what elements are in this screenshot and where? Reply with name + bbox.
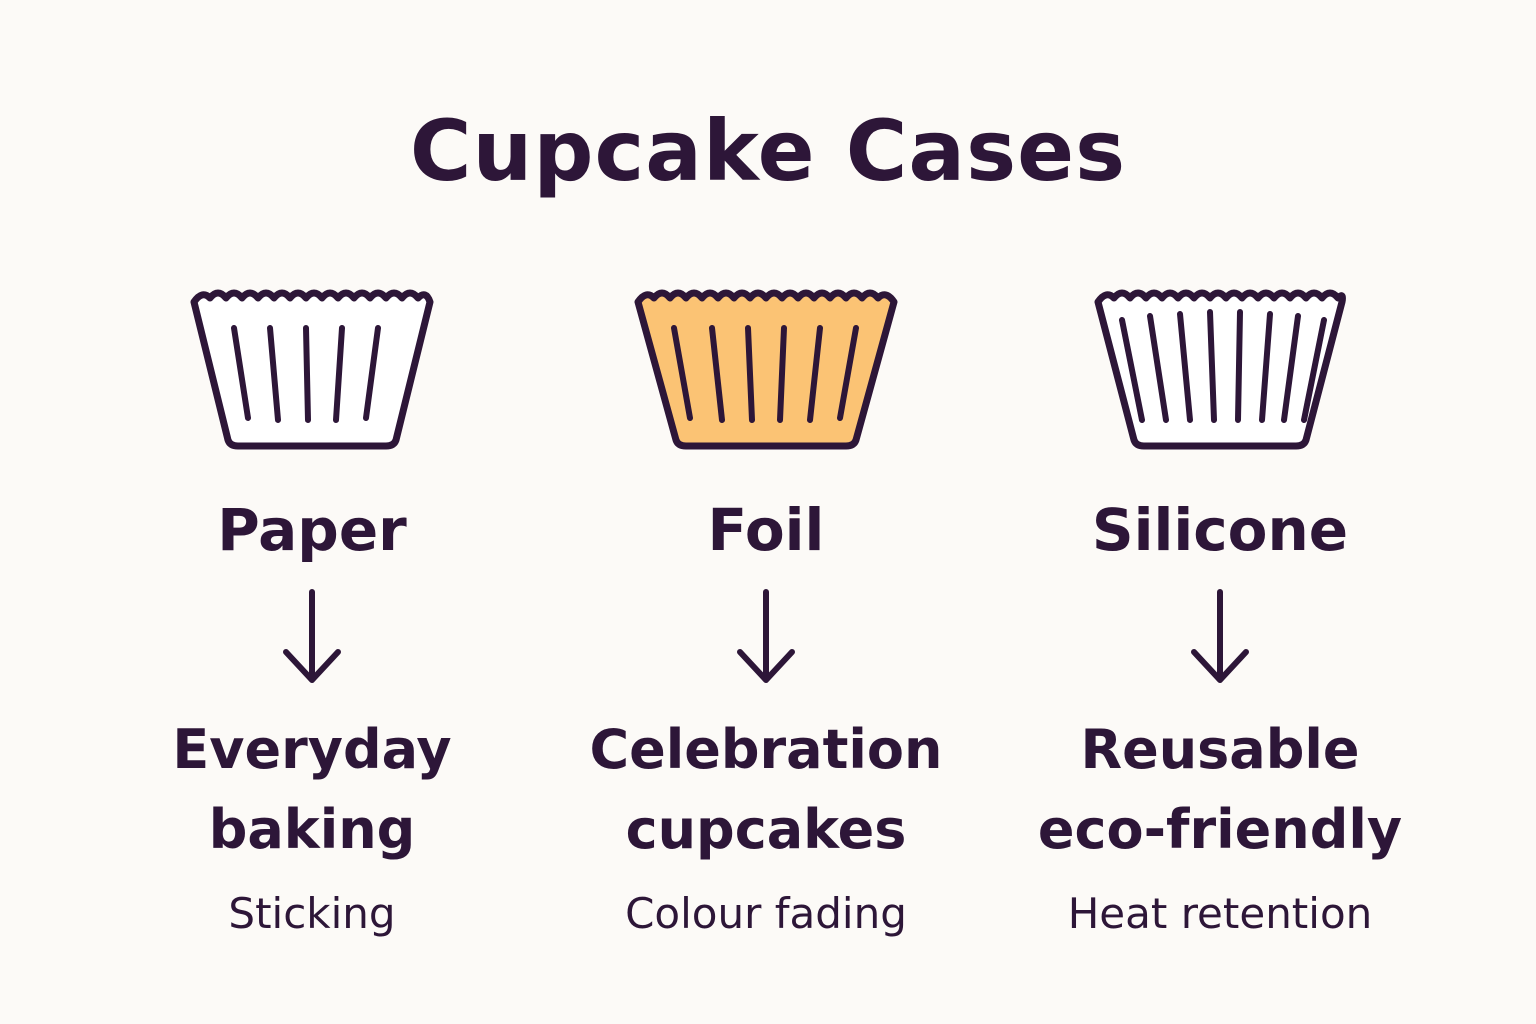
case-use-foil: Celebration cupcakes (556, 710, 976, 870)
case-name-silicone: Silicone (1091, 496, 1349, 564)
case-name-paper: Paper (217, 496, 407, 564)
case-use-line1: Everyday (172, 718, 452, 781)
case-column-silicone: Silicone Reusable eco-friendly Heat rete… (1010, 280, 1430, 980)
case-issue-paper: Sticking (228, 889, 396, 938)
case-issue-silicone: Heat retention (1067, 889, 1373, 938)
case-use-line2: cupcakes (625, 798, 907, 861)
paper-cupcake-case-icon (172, 280, 452, 460)
case-issue-foil: Colour fading (625, 889, 907, 938)
case-use-line1: Celebration (589, 718, 943, 781)
down-arrow-icon (1185, 588, 1255, 688)
case-use-line2: baking (208, 798, 416, 861)
case-column-paper: Paper Everyday baking Sticking (102, 280, 522, 980)
case-use-line2: eco-friendly (1037, 798, 1403, 861)
down-arrow-icon (731, 588, 801, 688)
case-name-foil: Foil (707, 496, 825, 564)
diagram-title: Cupcake Cases (409, 102, 1127, 200)
foil-cupcake-case-icon (626, 280, 906, 460)
down-arrow-icon (277, 588, 347, 688)
case-use-line1: Reusable (1080, 718, 1360, 781)
case-use-paper: Everyday baking (102, 710, 522, 870)
case-column-foil: Foil Celebration cupcakes Colour fading (556, 280, 976, 980)
silicone-cupcake-case-icon (1080, 280, 1360, 460)
case-use-silicone: Reusable eco-friendly (1010, 710, 1430, 870)
